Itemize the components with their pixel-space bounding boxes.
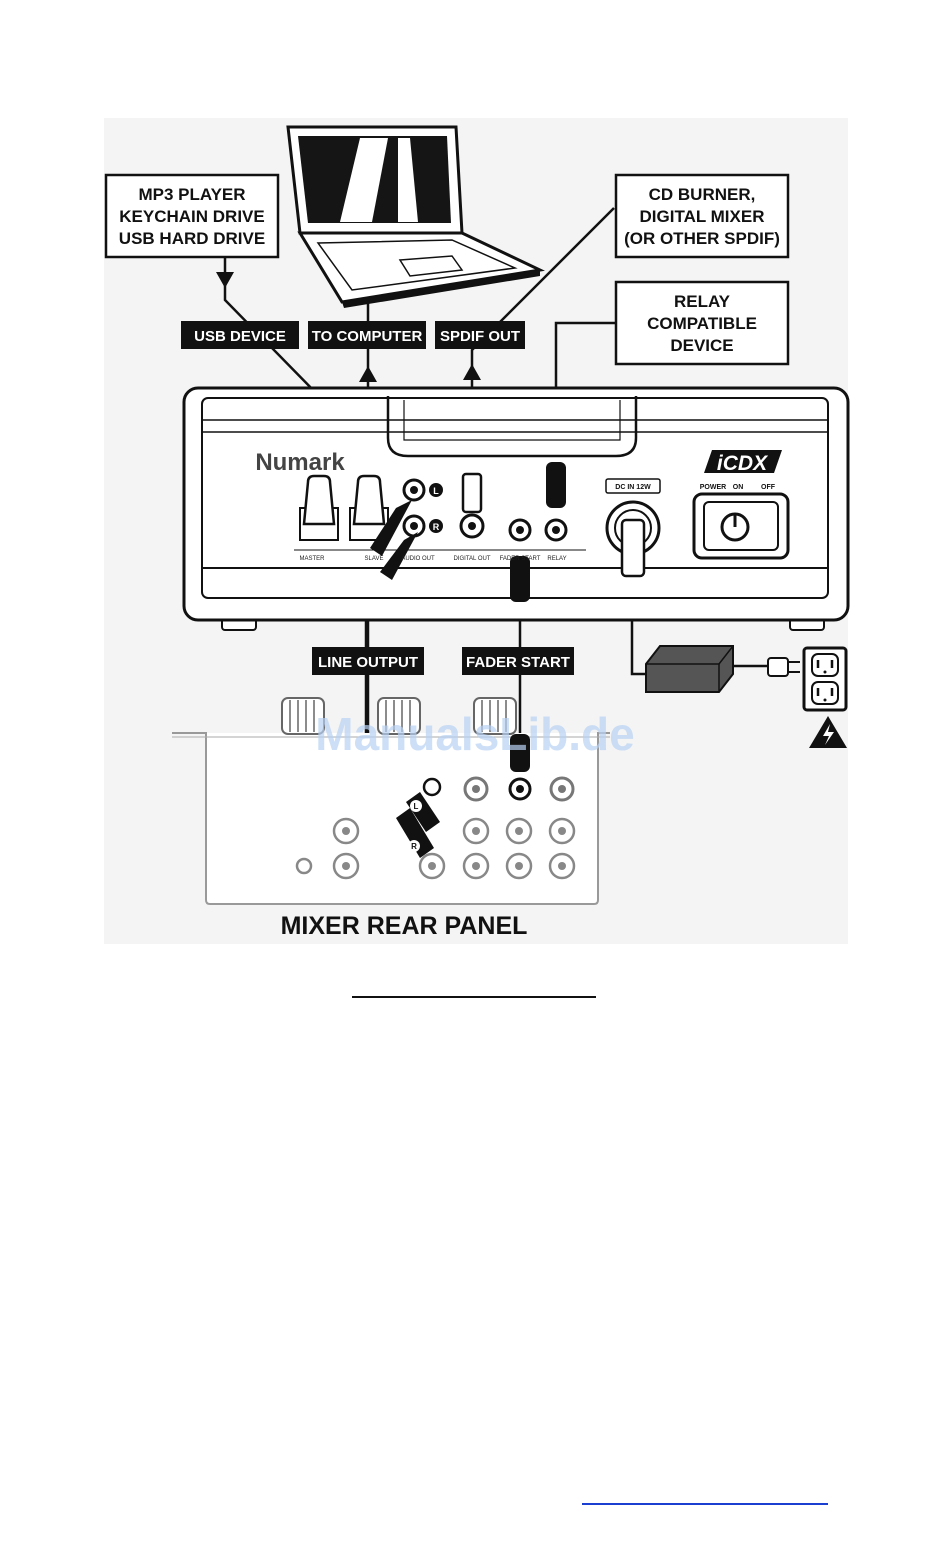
usb-storage-line-3: USB HARD DRIVE <box>119 229 265 248</box>
relay-device-line-1: RELAY <box>674 292 731 311</box>
svg-text:L: L <box>414 802 419 811</box>
icdx-unit: Numark iCDX L R <box>184 388 848 630</box>
relay-device-box: RELAY COMPATIBLE DEVICE <box>616 282 788 364</box>
svg-text:ON: ON <box>733 484 744 491</box>
mixer-caption: MIXER REAR PANEL <box>281 912 528 940</box>
model-badge: iCDX <box>704 450 782 475</box>
power-outlet-icon <box>804 648 846 710</box>
svg-text:LINE OUTPUT: LINE OUTPUT <box>318 654 418 671</box>
tag-usb-device: USB DEVICE <box>181 321 299 349</box>
svg-text:FADER START: FADER START <box>466 654 570 671</box>
spdif-devices-line-2: DIGITAL MIXER <box>640 207 765 226</box>
svg-text:OFF: OFF <box>761 484 776 491</box>
usb-storage-line-2: KEYCHAIN DRIVE <box>119 207 264 226</box>
watermark: ManualsLib.de <box>315 708 634 760</box>
svg-text:R: R <box>411 842 417 851</box>
brand-logo: Numark <box>255 449 345 476</box>
usb-storage-box: MP3 PLAYER KEYCHAIN DRIVE USB HARD DRIVE <box>106 175 278 257</box>
svg-text:R: R <box>433 522 440 532</box>
tag-line-output: LINE OUTPUT <box>312 647 424 675</box>
relay-device-line-2: COMPATIBLE <box>647 314 757 333</box>
svg-text:SPDIF OUT: SPDIF OUT <box>440 328 520 345</box>
svg-text:USB DEVICE: USB DEVICE <box>194 328 286 345</box>
svg-text:SLAVE: SLAVE <box>365 556 384 562</box>
svg-text:DIGITAL OUT: DIGITAL OUT <box>453 556 490 562</box>
footer-link-underline[interactable] <box>582 1503 828 1505</box>
svg-text:FADER START: FADER START <box>500 556 541 562</box>
model-logo: iCDX <box>717 452 769 475</box>
tag-to-computer: TO COMPUTER <box>308 321 426 349</box>
svg-text:TO COMPUTER: TO COMPUTER <box>312 328 423 345</box>
svg-text:AUDIO OUT: AUDIO OUT <box>401 556 435 562</box>
svg-text:MASTER: MASTER <box>299 556 325 562</box>
svg-text:RELAY: RELAY <box>547 556 566 562</box>
tag-fader-start: FADER START <box>462 647 574 675</box>
relay-device-line-3: DEVICE <box>670 336 733 355</box>
dc-in-label: DC IN 12W <box>615 484 651 491</box>
caption-underline <box>352 996 596 998</box>
spdif-devices-line-1: CD BURNER, <box>649 185 756 204</box>
svg-text:L: L <box>433 486 439 496</box>
usb-storage-line-1: MP3 PLAYER <box>138 185 245 204</box>
svg-text:POWER: POWER <box>700 484 726 491</box>
spdif-devices-box: CD BURNER, DIGITAL MIXER (OR OTHER SPDIF… <box>616 175 788 257</box>
tag-spdif-out: SPDIF OUT <box>435 321 525 349</box>
spdif-devices-line-3: (OR OTHER SPDIF) <box>624 229 780 248</box>
power-adapter-icon <box>646 646 733 692</box>
